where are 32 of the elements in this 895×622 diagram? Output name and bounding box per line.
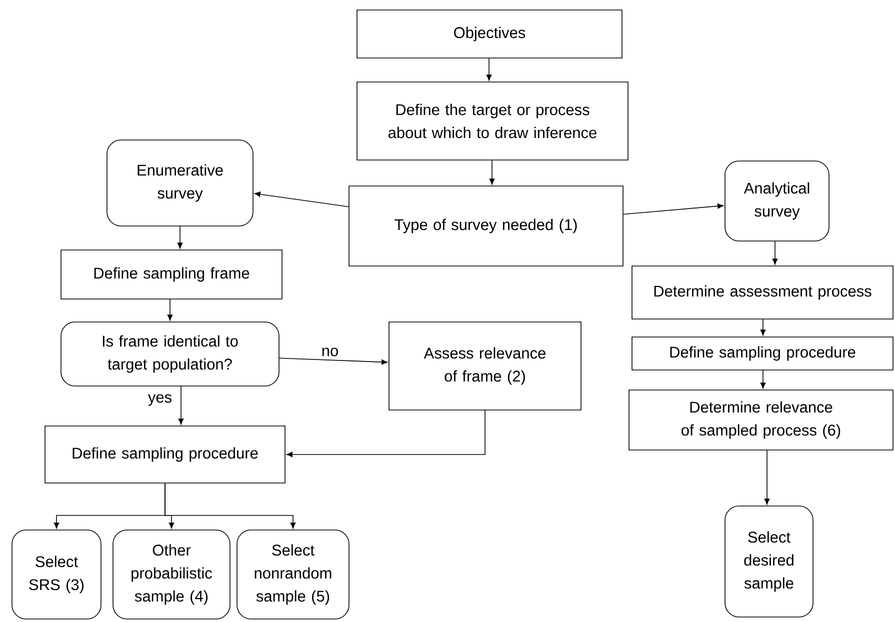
- edge-label: yes: [146, 393, 174, 407]
- arrow: [167, 299, 173, 321]
- process-box: Determine assessment process: [632, 266, 894, 320]
- process-box: Define sampling procedure: [44, 426, 286, 484]
- process-box: Objectives: [356, 10, 622, 58]
- rounded-box: Select desired sample: [724, 506, 814, 618]
- edge-label: no: [320, 346, 340, 358]
- process-box: Define sampling frame: [60, 250, 282, 300]
- rounded-box: Select nonrandom sample (5): [236, 530, 350, 620]
- arrow: [178, 386, 184, 425]
- process-box: Determine relevance of sampled process (6): [628, 390, 894, 450]
- rounded-box: Enumerative survey: [106, 140, 254, 226]
- arrow: [279, 358, 388, 365]
- rounded-box: Select SRS (3): [12, 530, 102, 620]
- process-box: Define sampling procedure: [632, 336, 894, 370]
- arrow: [164, 483, 296, 529]
- arrow: [254, 192, 349, 208]
- process-box: Define the target or process about which to draw inference: [356, 82, 628, 160]
- arrow: [177, 226, 183, 249]
- arrow: [623, 203, 724, 215]
- arrow: [489, 160, 495, 185]
- arrow: [486, 58, 492, 81]
- arrow: [760, 370, 766, 389]
- arrow: [772, 241, 778, 265]
- arrow: [764, 450, 770, 505]
- process-box: Assess relevance of frame (2): [388, 322, 582, 410]
- rounded-box: Other probabilistic sample (4): [112, 530, 230, 620]
- rounded-box: Is frame identical to target population?: [60, 322, 280, 386]
- process-box: Type of survey needed (1): [348, 186, 624, 266]
- rounded-box: Analytical survey: [724, 160, 830, 242]
- arrow: [760, 319, 766, 336]
- arrow: [286, 410, 486, 458]
